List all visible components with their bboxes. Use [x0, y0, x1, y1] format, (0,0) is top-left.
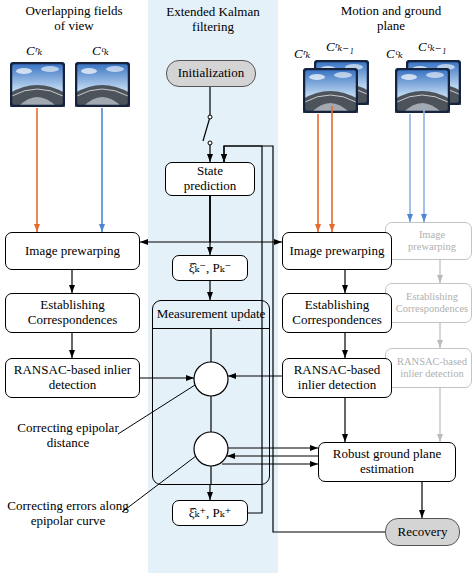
- update-group: Measurement update: [152, 300, 270, 485]
- camera-label: Cᶜₖ: [92, 44, 109, 59]
- image-arrow: [331, 106, 333, 232]
- faded-box: Establishing Correspondences: [385, 283, 472, 323]
- kalman-band: Extended Kalman filteringInitializationS…: [148, 0, 278, 573]
- image-arrow: [101, 108, 103, 232]
- node-text: Recovery: [398, 525, 448, 540]
- flow-arrow: [344, 333, 345, 358]
- node-text: Establishing Correspondences: [395, 291, 469, 315]
- flow-arrow: [71, 270, 72, 293]
- camera-label: Cᶜₖ: [386, 47, 403, 62]
- recovery-terminal: Recovery: [385, 518, 460, 546]
- image-arrow: [317, 114, 319, 232]
- annotation-label: Overlapping fields of view: [24, 4, 124, 34]
- faded-box: RANSAC-based inlier detection: [385, 348, 472, 388]
- process-box: Robust ground plane estimation: [318, 442, 456, 482]
- flow-arrow: [439, 323, 440, 348]
- flow-arrow: [439, 260, 440, 283]
- process-box: RANSAC-based inlier detection: [5, 358, 140, 398]
- process-box: RANSAC-based inlier detection: [282, 358, 392, 398]
- node-text: Image prewarping: [25, 244, 120, 259]
- node-text: ξ̂ₖ⁻, Pₖ⁻: [189, 261, 232, 276]
- node-text: Measurement update: [153, 301, 269, 329]
- camera-image: [395, 68, 450, 113]
- camera-image: [303, 68, 358, 113]
- image-arrow: [423, 106, 425, 222]
- faded-box: Image prewarping: [385, 222, 472, 260]
- process-box: Establishing Correspondences: [5, 293, 140, 333]
- node-text: RANSAC-based inlier detection: [287, 363, 387, 393]
- state-box: ξ̂ₖ⁻, Pₖ⁻: [172, 255, 248, 281]
- camera-label: Cᶜₖ₋₁: [418, 40, 446, 55]
- process-box: Image prewarping: [5, 232, 140, 270]
- camera-label: Cʳₖ₋₁: [326, 40, 354, 55]
- node-text: Image prewarping: [395, 229, 469, 253]
- node-text: Initialization: [178, 66, 244, 81]
- start-terminal: Initialization: [166, 60, 256, 87]
- process-box: Establishing Correspondences: [282, 293, 392, 333]
- node-text: ξ̂ₖ⁺, Pₖ⁺: [189, 506, 232, 521]
- camera-image: [10, 62, 65, 107]
- flow-arrow: [421, 482, 422, 518]
- flow-arrow: [71, 333, 72, 358]
- node-text: Image prewarping: [290, 244, 385, 259]
- flow-arrow: [439, 388, 440, 442]
- image-arrow: [36, 108, 38, 232]
- camera-label: Cʳₖ: [26, 44, 42, 59]
- annotation-label: Correcting errors along epipolar curve: [4, 499, 132, 529]
- flow-arrow: [344, 398, 345, 442]
- image-arrow: [409, 114, 411, 222]
- annotation-label: Correcting epipolar distance: [4, 421, 132, 451]
- process-box: Image prewarping: [282, 232, 392, 270]
- flow-arrow: [344, 270, 345, 293]
- camera-image: [406, 60, 461, 105]
- node-text: Extended Kalman filtering: [162, 5, 264, 35]
- node-text: Robust ground plane estimation: [323, 447, 451, 477]
- camera-image: [75, 62, 130, 107]
- node-text: RANSAC-based inlier detection: [10, 363, 135, 393]
- node-text: Establishing Correspondences: [10, 298, 135, 328]
- process-box: State prediction: [165, 162, 255, 196]
- node-text: Establishing Correspondences: [287, 298, 387, 328]
- state-box: ξ̂ₖ⁺, Pₖ⁺: [172, 500, 248, 526]
- node-text: State prediction: [170, 164, 250, 194]
- camera-image: [314, 60, 369, 105]
- node-text: RANSAC-based inlier detection: [395, 356, 469, 380]
- annotation-label: Motion and ground plane: [330, 4, 452, 34]
- camera-label: Cʳₖ: [294, 47, 310, 62]
